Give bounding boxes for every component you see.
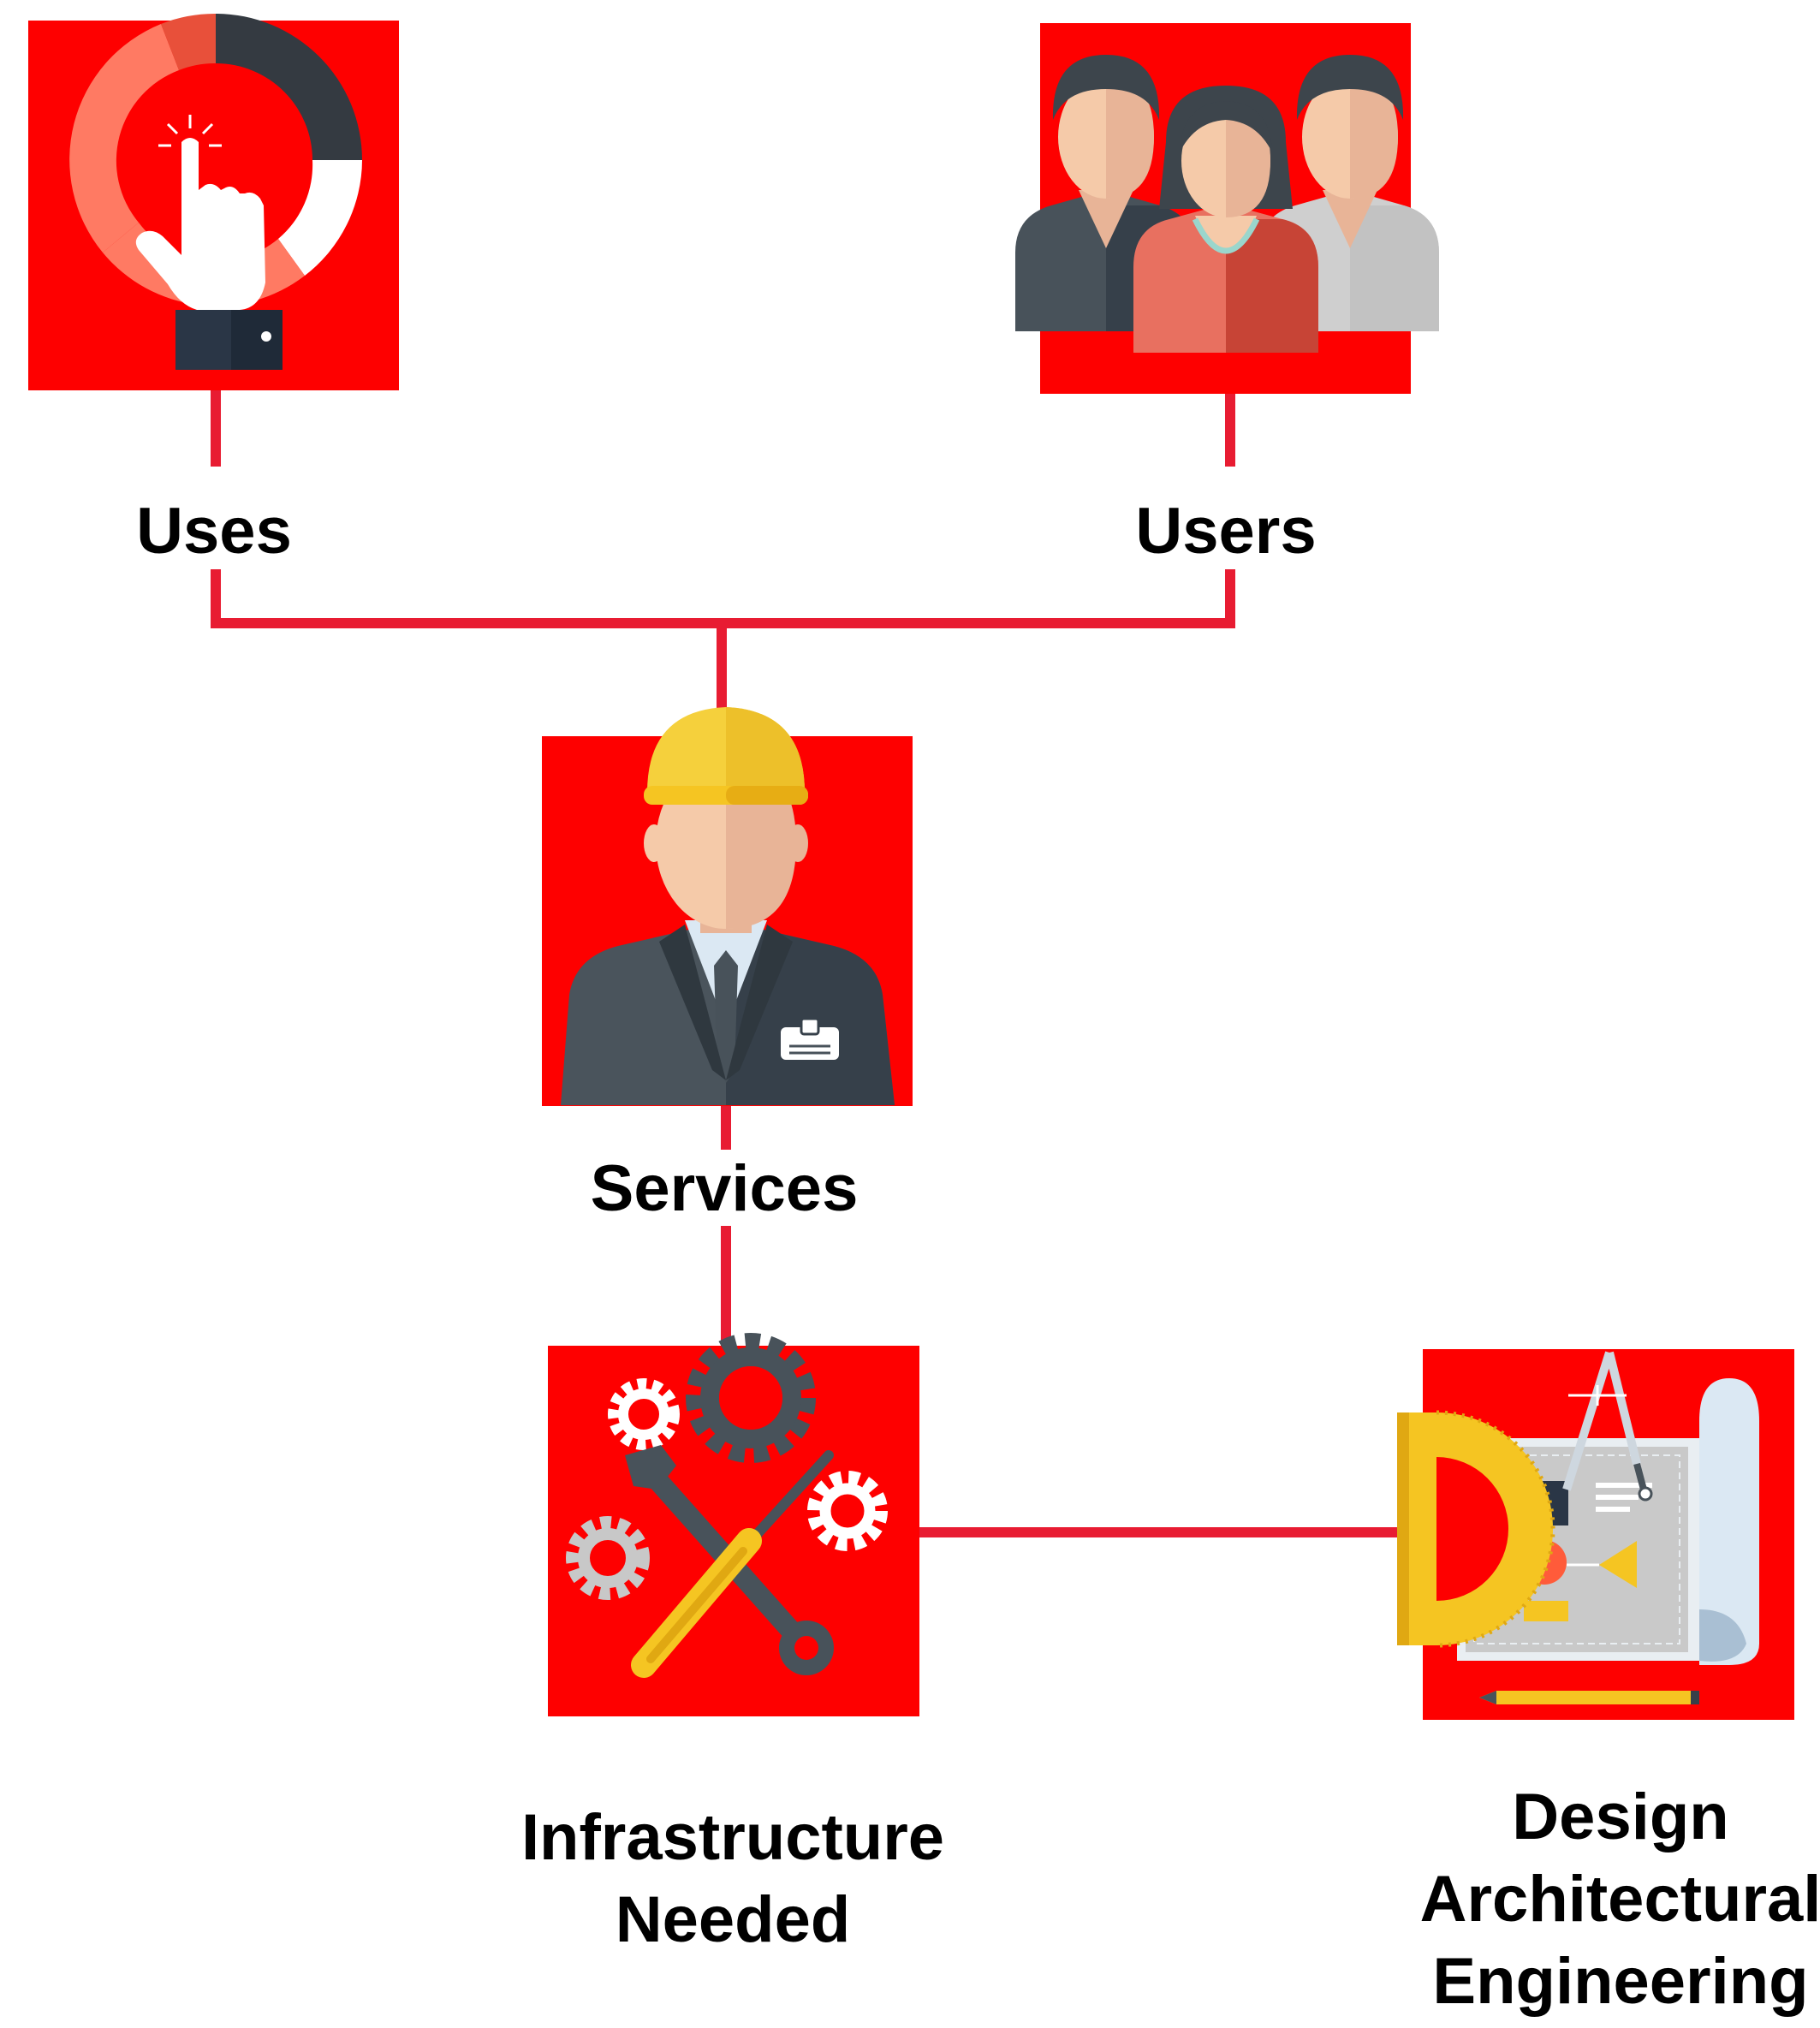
- design-tile: [1397, 1349, 1794, 1720]
- connectors: [211, 385, 1397, 1537]
- label-services: Services: [591, 1152, 859, 1225]
- touch-gauge-icon: [69, 13, 362, 370]
- label-uses: Uses: [136, 495, 292, 568]
- label-design-line-1: Design: [1512, 1781, 1728, 1853]
- users-tile: [1015, 23, 1439, 394]
- blueprint-drafting-icon: [1397, 1351, 1759, 1704]
- label-infrastructure-line-1: Infrastructure: [521, 1801, 944, 1874]
- infrastructure-tile: [548, 1333, 919, 1716]
- label-design-line-2: Architectural: [1420, 1863, 1820, 1936]
- connector-uses-to-services: [211, 390, 727, 738]
- tools-gears-icon: [566, 1333, 888, 1678]
- services-tile: [542, 707, 913, 1106]
- label-infrastructure-line-2: Needed: [616, 1883, 851, 1956]
- people-group-icon: [1015, 55, 1439, 353]
- labels: Uses Users Services Infrastructure Neede…: [136, 495, 1820, 2018]
- engineer-icon: [561, 707, 895, 1105]
- label-users: Users: [1135, 495, 1316, 568]
- uses-tile: [28, 13, 399, 390]
- label-design-line-3: Engineering: [1432, 1945, 1808, 2018]
- connector-users-to-services: [722, 385, 1235, 628]
